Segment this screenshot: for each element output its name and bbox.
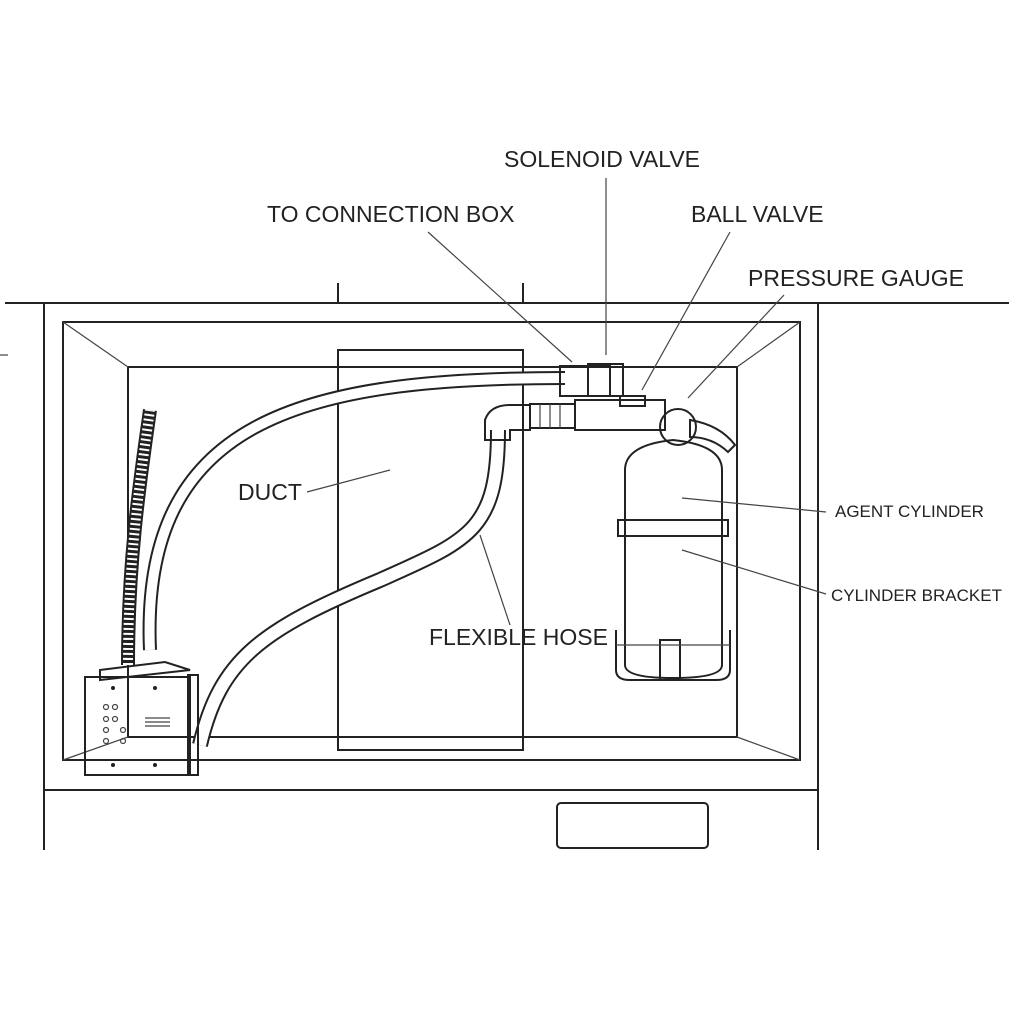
control-button [119, 737, 127, 745]
cylinder-bracket-base [615, 630, 731, 681]
control-button [102, 726, 110, 734]
solenoid-coil [587, 363, 624, 397]
cabinet [0, 283, 1009, 850]
label-solenoid-valve: SOLENOID VALVE [504, 146, 700, 172]
label-ball-valve: BALL VALVE [691, 201, 824, 227]
drawer-handle [556, 802, 709, 849]
label-flexible-hose: FLEXIBLE HOSE [429, 624, 608, 650]
label-agent-cylinder: AGENT CYLINDER [835, 502, 984, 521]
pipe-fitting [529, 403, 576, 429]
label-cylinder-bracket: CYLINDER BRACKET [831, 586, 1002, 605]
flexible-hose [192, 404, 531, 747]
control-button [102, 737, 110, 745]
cylinder-bracket-band [617, 519, 729, 537]
label-pressure-gauge: PRESSURE GAUGE [748, 265, 964, 291]
label-to-connection-box: TO CONNECTION BOX [267, 201, 515, 227]
solenoid-valve [559, 365, 611, 397]
indicator-light [102, 703, 110, 711]
pipe-to-connection-box [142, 371, 566, 651]
indicator-light [111, 715, 119, 723]
cylinder-discharge-lever [689, 418, 737, 454]
ball-valve-handle [619, 395, 646, 407]
hose-elbow [484, 404, 531, 441]
valve-assembly [529, 363, 737, 454]
pressure-gauge [659, 408, 697, 446]
duct [337, 349, 524, 751]
control-button [119, 726, 127, 734]
indicator-light [102, 715, 110, 723]
agent-cylinder [615, 438, 731, 681]
flexible-conduit [121, 409, 157, 666]
label-duct: DUCT [238, 479, 302, 505]
leader-lines [306, 178, 827, 626]
control-box [84, 660, 199, 776]
indicator-light [111, 703, 119, 711]
